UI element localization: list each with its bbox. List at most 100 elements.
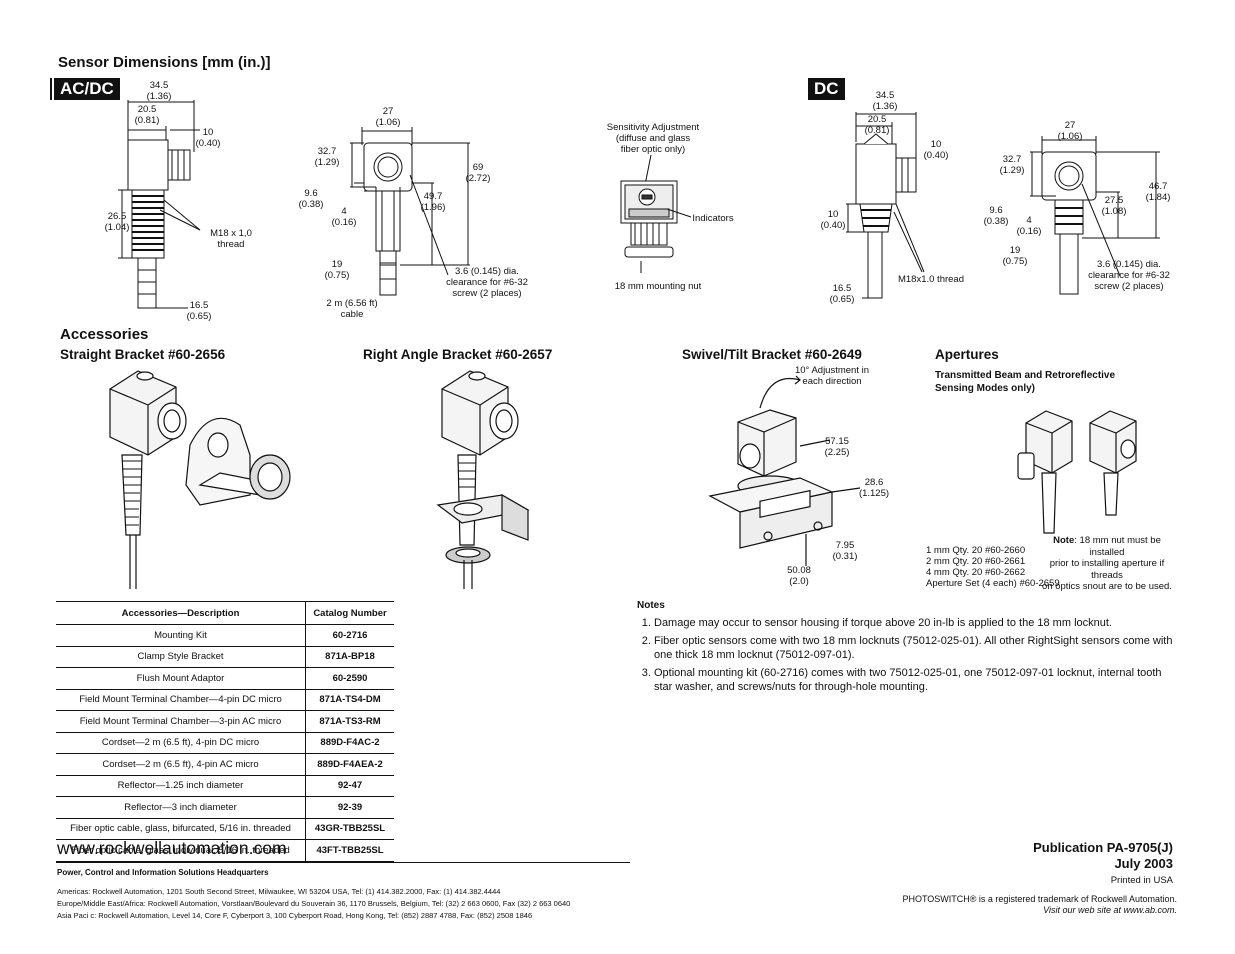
adjustment-label: 10° Adjustment in xyxy=(794,365,870,376)
dim-label: (0.81) xyxy=(864,125,890,136)
dim-label: 19 xyxy=(1009,245,1021,256)
publication-number: Publication PA-9705(J) xyxy=(1033,840,1173,855)
dim-label: 10 xyxy=(930,139,942,150)
dim-label: (0.16) xyxy=(1016,226,1042,237)
table-cell: Field Mount Terminal Chamber—3-pin AC mi… xyxy=(56,710,306,733)
page-title: Sensor Dimensions [mm (in.)] xyxy=(58,54,271,71)
dim-label: 69 xyxy=(472,162,484,173)
thread-label: M18x1.0 thread xyxy=(897,274,964,285)
screw-label: clearance for #6-32 xyxy=(446,277,528,288)
cable-label: 2 m (6.56 ft) xyxy=(326,298,378,309)
table-row: Fiber optic cable, glass, bifurcated, 5/… xyxy=(56,818,394,840)
dim-label: 32.7 xyxy=(1002,154,1022,165)
dim-label: 28.6 xyxy=(864,477,884,488)
address-europe: Europe/Middle East/Africa: Rockwell Auto… xyxy=(57,899,571,908)
address-americas: Americas: Rockwell Automation, 1201 Sout… xyxy=(57,887,501,896)
aperture-note: on optics snout are to be used. xyxy=(1042,581,1172,592)
dim-label: 9.6 xyxy=(304,188,318,199)
aperture-item: Aperture Set (4 each) #60-2659 xyxy=(926,578,1060,589)
table-cell: 43FT-TBB25SL xyxy=(305,839,394,862)
dim-label: 49.7 xyxy=(423,191,443,202)
table-cell: Reflector—3 inch diameter xyxy=(56,796,306,819)
screw-label: screw (2 places) xyxy=(452,288,522,299)
dim-label: (1.96) xyxy=(420,202,446,213)
swivel-bracket-heading: Swivel/Tilt Bracket #60-2649 xyxy=(682,347,862,362)
dim-label: 19 xyxy=(331,259,343,270)
dim-label: (1.36) xyxy=(872,101,898,112)
table-cell: Flush Mount Adaptor xyxy=(56,667,306,690)
thread-label: M18 x 1,0 xyxy=(210,228,252,239)
fiber-sensor-diagram xyxy=(615,155,695,275)
dim-label: (1.06) xyxy=(1057,131,1083,142)
dim-label: 34.5 xyxy=(875,90,895,101)
swivel-bracket-image xyxy=(700,366,860,581)
visit-text: Visit our web site at www.ab.com. xyxy=(1043,905,1177,915)
apertures-image xyxy=(1010,405,1160,535)
table-cell: 60-2590 xyxy=(305,667,394,690)
table-cell: 92-39 xyxy=(305,796,394,819)
address-asia: Asia Paci c: Rockwell Automation, Level … xyxy=(57,911,533,920)
dim-label: (1.06) xyxy=(375,117,401,128)
screw-label: screw (2 places) xyxy=(1094,281,1164,292)
table-row: Field Mount Terminal Chamber—3-pin AC mi… xyxy=(56,710,394,733)
apertures-heading: Apertures xyxy=(935,347,999,362)
sensitivity-label: fiber optic only) xyxy=(620,144,686,155)
dim-label: 26.5 xyxy=(107,211,127,222)
dc-front-view-diagram xyxy=(1022,134,1172,304)
dim-label: (1.36) xyxy=(146,91,172,102)
dim-label: 46.7 xyxy=(1148,181,1168,192)
dim-label: 34.5 xyxy=(149,80,169,91)
aperture-note: prior to installing aperture if threads xyxy=(1049,558,1165,581)
dim-label: 50.08 xyxy=(787,565,811,576)
screw-label: 3.6 (0.145) dia. xyxy=(1097,259,1161,270)
notes-section: Notes Damage may occur to sensor housing… xyxy=(637,599,1177,699)
apertures-subtitle: Transmitted Beam and Retroreflective xyxy=(935,370,1116,381)
dim-label: (1.08) xyxy=(1101,206,1127,217)
dim-label: (0.65) xyxy=(186,311,212,322)
table-cell: Clamp Style Bracket xyxy=(56,646,306,668)
dim-label: (0.75) xyxy=(324,270,350,281)
table-cell: Fiber optic cable, glass, bifurcated, 5/… xyxy=(56,818,306,840)
dim-label: 20.5 xyxy=(867,114,887,125)
aperture-item: 2 mm Qty. 20 #60-2661 xyxy=(926,556,1026,567)
dim-label: (1.29) xyxy=(999,165,1025,176)
note-label: Note xyxy=(1053,535,1075,546)
table-cell: 871A-BP18 xyxy=(305,646,394,668)
sensitivity-label: (diffuse and glass xyxy=(615,133,691,144)
dim-label: 4 xyxy=(341,206,347,217)
dim-label: (0.40) xyxy=(195,138,221,149)
dim-label: (0.38) xyxy=(298,199,324,210)
dim-label: 16.5 xyxy=(832,283,852,294)
aperture-item: 4 mm Qty. 20 #60-2662 xyxy=(926,567,1026,578)
table-header-description: Accessories—Description xyxy=(56,601,306,625)
table-cell: Cordset—2 m (6.5 ft), 4-pin AC micro xyxy=(56,753,306,776)
publication-date: July 2003 xyxy=(1114,856,1173,871)
aperture-list: 1 mm Qty. 20 #60-2660 2 mm Qty. 20 #60-2… xyxy=(926,545,1060,589)
accessories-table: Accessories—Description Catalog Number M… xyxy=(56,601,394,862)
sensitivity-label: Sensitivity Adjustment xyxy=(606,122,700,133)
note-item: Damage may occur to sensor housing if to… xyxy=(654,617,1177,631)
dim-label: (2.25) xyxy=(824,447,850,458)
mounting-nut-label: 18 mm mounting nut xyxy=(614,281,702,292)
right-angle-bracket-image xyxy=(432,365,542,590)
printed-label: Printed in USA xyxy=(1110,875,1173,886)
straight-bracket-image xyxy=(100,365,310,590)
dim-label: 16.5 xyxy=(189,300,209,311)
notes-heading: Notes xyxy=(637,600,665,611)
dim-label: 10 xyxy=(202,127,214,138)
dim-label: (1.84) xyxy=(1145,192,1171,203)
website-link[interactable]: www.rockwellautomation.com xyxy=(57,838,287,858)
acdc-front-view-diagram xyxy=(340,125,490,305)
table-cell: 871A-TS4-DM xyxy=(305,689,394,711)
dc-tag: DC xyxy=(808,78,845,100)
note-item: Optional mounting kit (60-2716) comes wi… xyxy=(654,667,1177,694)
indicators-label: Indicators xyxy=(692,213,734,224)
dim-label: (0.38) xyxy=(983,216,1009,227)
table-cell: 889D-F4AC-2 xyxy=(305,732,394,754)
dim-label: 32.7 xyxy=(317,146,337,157)
dim-label: (1.29) xyxy=(314,157,340,168)
